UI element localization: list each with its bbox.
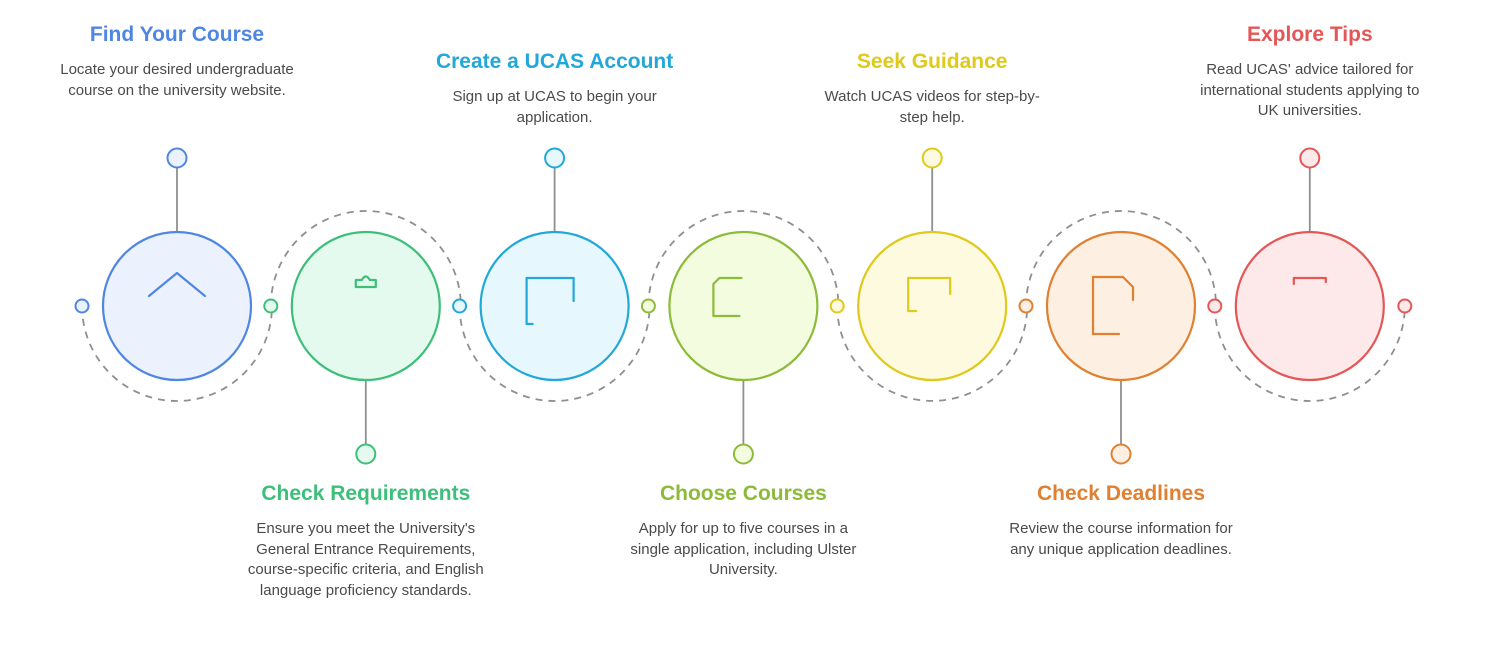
document-clock-check-icon — [1091, 275, 1135, 336]
arc-dot — [74, 298, 90, 314]
steps — [74, 147, 1413, 465]
step-description: Read UCAS' advice tailored for internati… — [1200, 61, 1420, 119]
connector-dot — [921, 147, 943, 169]
clipboard-check-icon — [354, 275, 377, 289]
step-description: Apply for up to five courses in a single… — [630, 520, 857, 578]
connector-dot — [732, 443, 754, 465]
connector-dot — [544, 147, 566, 169]
step-circle[interactable] — [1045, 230, 1197, 382]
step-circle[interactable] — [1234, 230, 1385, 382]
step-circle[interactable] — [668, 230, 819, 382]
dashed-arc — [458, 305, 651, 402]
document-graduate-icon — [712, 276, 743, 318]
step-node[interactable] — [263, 230, 441, 465]
passport-hand-icon — [1292, 276, 1327, 286]
step-title: Find Your Course — [89, 23, 265, 46]
connector-dot — [355, 443, 377, 465]
step-circle[interactable] — [857, 230, 1008, 382]
step-node[interactable] — [1207, 147, 1413, 382]
step-title: Seek Guidance — [856, 50, 1008, 73]
step-description: Ensure you meet the University's General… — [247, 520, 484, 599]
step-description: Watch UCAS videos for step-by-step help. — [824, 88, 1040, 126]
step-title: Choose Courses — [659, 482, 827, 505]
dashed-arc — [81, 305, 273, 402]
arc-dot — [829, 298, 845, 314]
step-title: Explore Tips — [1246, 23, 1373, 46]
step-description: Review the course information for any un… — [1009, 520, 1233, 558]
dashed-arc — [1213, 305, 1406, 402]
arc-dot — [263, 298, 279, 314]
step-description: Locate your desired undergraduate course… — [60, 61, 294, 99]
home-laptop-icon — [147, 271, 207, 298]
step-node[interactable] — [1018, 230, 1197, 465]
dashed-arc — [647, 210, 840, 307]
step-title: Check Deadlines — [1036, 482, 1206, 505]
arc-dot — [1207, 298, 1223, 314]
step-title: Check Requirements — [261, 482, 471, 505]
dashed-arc — [1025, 210, 1217, 307]
arc-dot — [640, 298, 656, 314]
step-node[interactable] — [452, 147, 630, 382]
arc-dot — [1018, 298, 1034, 314]
step-node[interactable] — [640, 230, 819, 465]
step-node[interactable] — [829, 147, 1008, 382]
connector-dot — [1110, 443, 1132, 465]
connector-dot — [166, 147, 188, 169]
arc-dot — [452, 298, 468, 314]
step-title: Create a UCAS Account — [435, 50, 674, 73]
step-circle[interactable] — [479, 230, 630, 382]
dashed-arc — [836, 305, 1029, 402]
step-circle[interactable] — [101, 230, 253, 382]
dashed-arc — [269, 210, 462, 307]
dashed-arcs — [81, 210, 1406, 402]
step-circle[interactable] — [290, 230, 441, 382]
user-upload-icon — [525, 276, 575, 326]
arc-dot — [1397, 298, 1413, 314]
connector-dot — [1299, 147, 1321, 169]
video-user-icon — [907, 276, 952, 313]
step-description: Sign up at UCAS to begin your applicatio… — [452, 88, 657, 126]
step-node[interactable] — [74, 147, 253, 382]
